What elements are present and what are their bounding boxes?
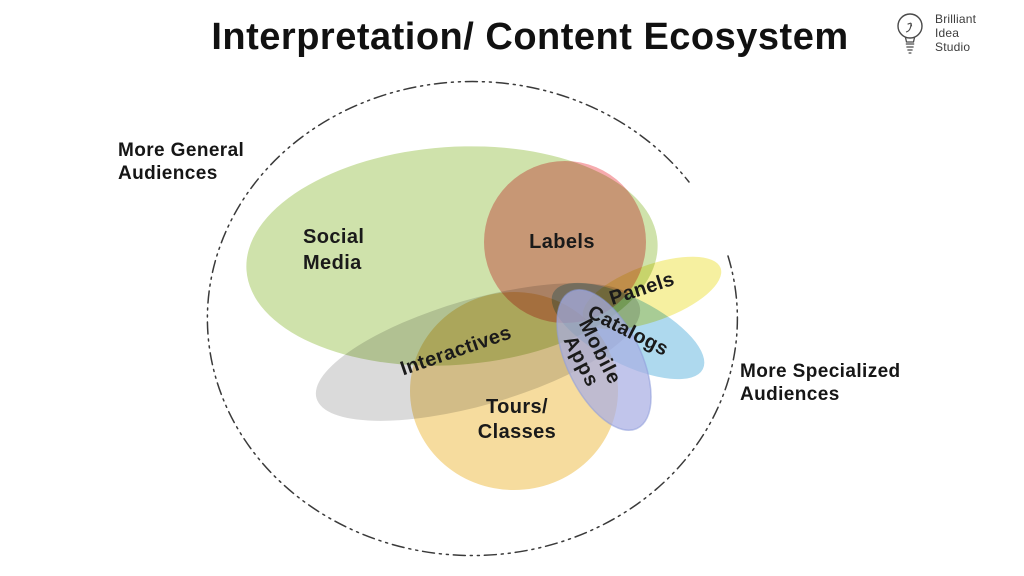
audience-label-general: More General Audiences: [118, 140, 245, 184]
brand-logo: Brilliant Idea Studio: [893, 8, 976, 60]
page-title: Interpretation/ Content Ecosystem: [211, 16, 849, 58]
audience-boundary-ring: [206, 80, 739, 557]
venn-region-labels: [484, 161, 646, 323]
label-social-media: Social Media: [303, 226, 365, 274]
label-tours-classes: Tours/ Classes: [477, 396, 557, 443]
label-labels: Labels: [529, 231, 595, 253]
audience-label-specialized: More Specialized Audiences: [740, 361, 901, 405]
venn-region-mobile-apps: [556, 289, 652, 431]
logo-text: Brilliant Idea Studio: [935, 12, 977, 54]
lightbulb-icon: [897, 13, 923, 54]
